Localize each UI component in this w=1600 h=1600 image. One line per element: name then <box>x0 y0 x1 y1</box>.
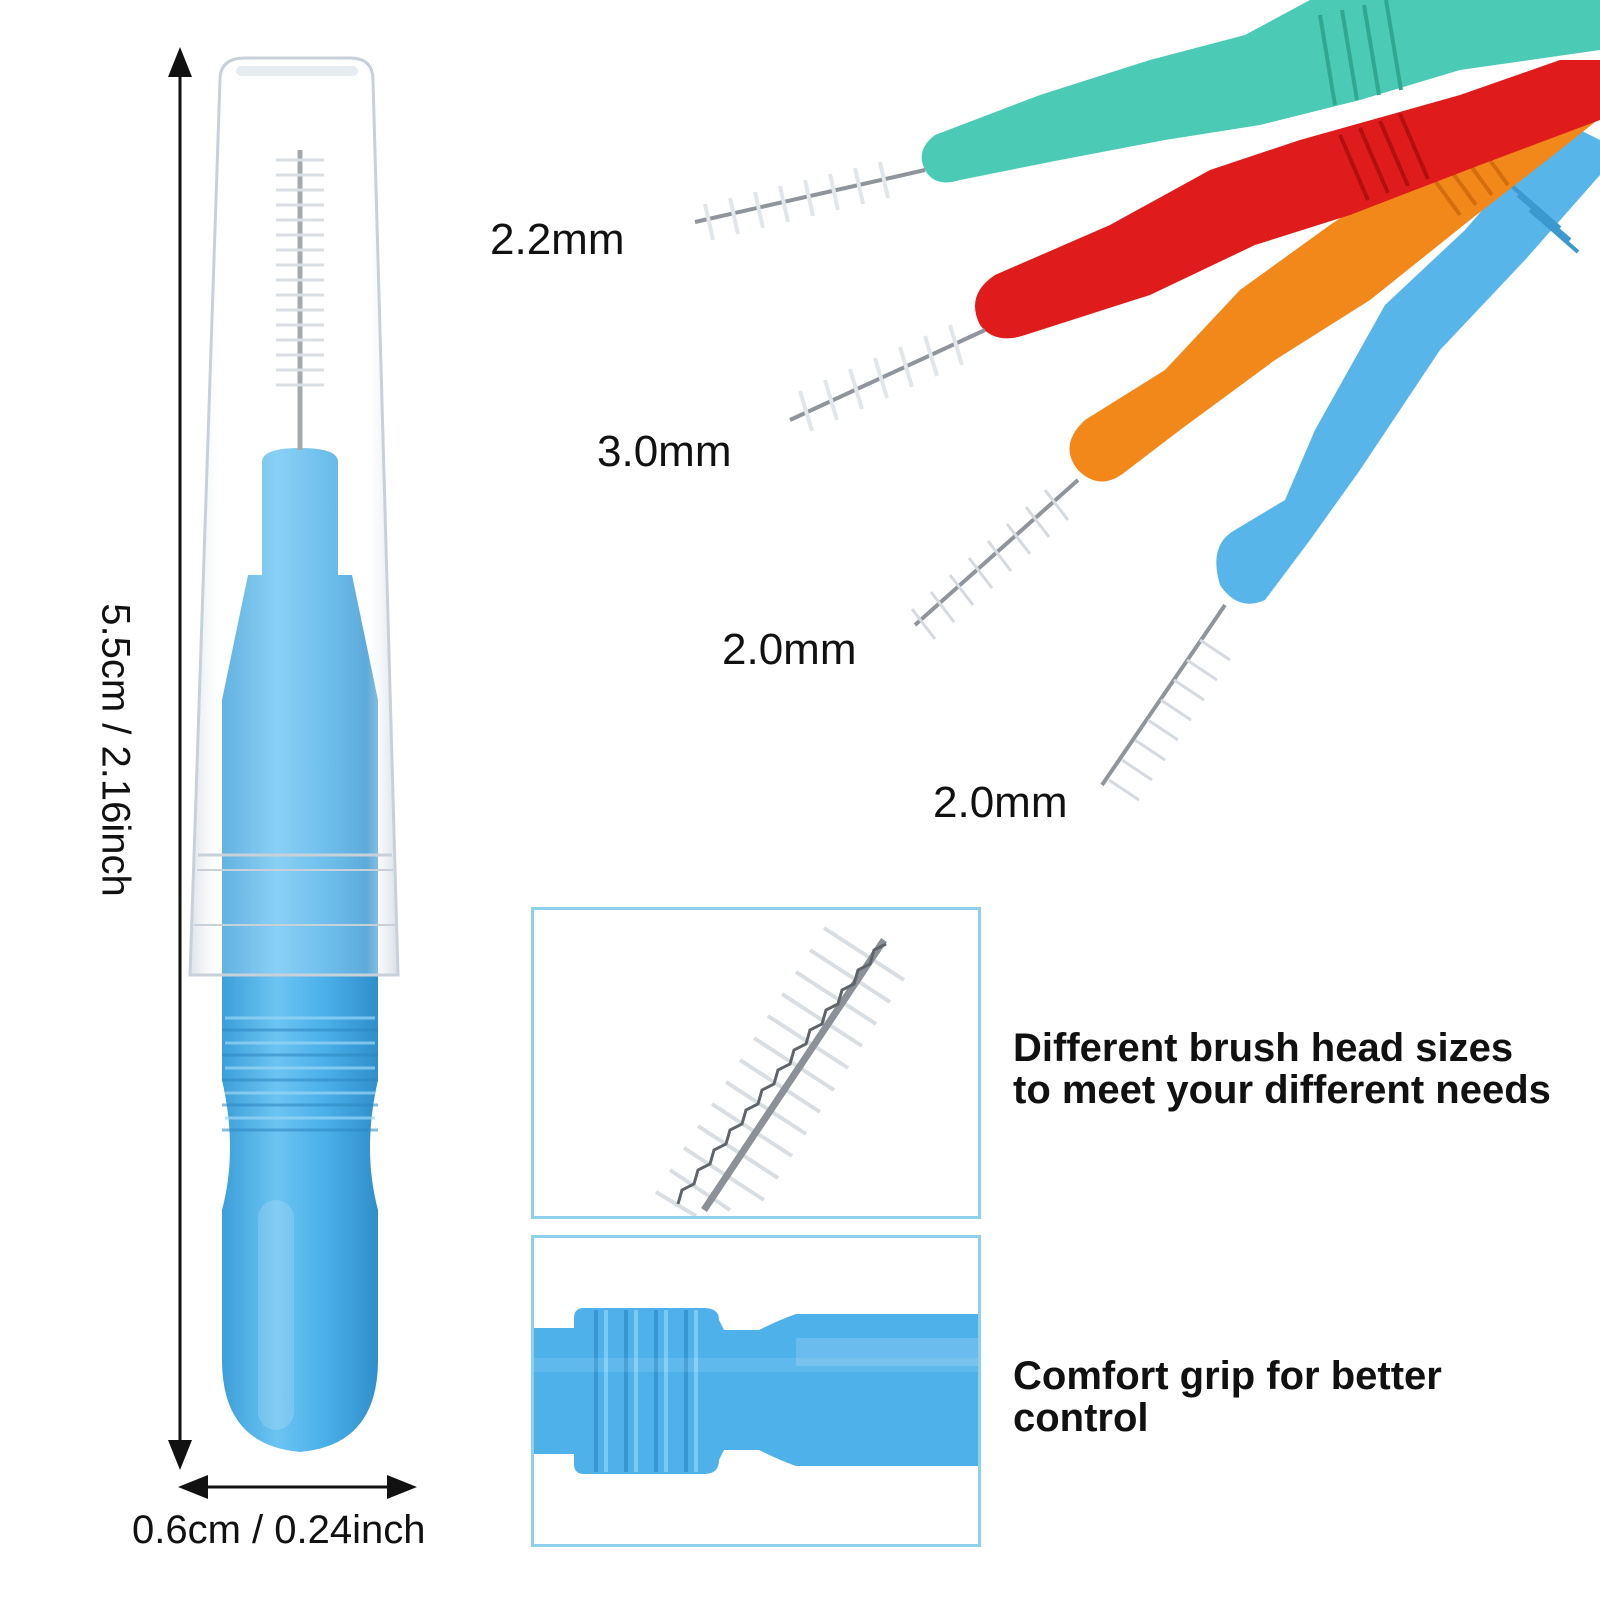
size-label-blue: 2.0mm <box>933 778 1068 827</box>
brush-head-closeup <box>654 926 906 1216</box>
red-brush <box>789 60 1600 432</box>
grip-closeup-frame <box>531 1235 981 1547</box>
size-label-teal: 2.2mm <box>490 215 625 264</box>
blue-brush <box>1100 120 1600 802</box>
blue-handle <box>222 1010 378 1452</box>
width-dimension-label: 0.6cm / 0.24inch <box>132 1508 426 1552</box>
height-dimension-label: 5.5cm / 2.16inch <box>93 603 138 897</box>
transparent-cap <box>188 56 400 977</box>
brush-head-closeup-frame <box>531 907 981 1219</box>
feature-comfort-grip-text: Comfort grip for better control <box>1013 1354 1442 1440</box>
feature-brush-sizes-text: Different brush head sizes to meet your … <box>1013 1026 1551 1112</box>
size-label-red: 3.0mm <box>597 427 732 476</box>
size-label-orange: 2.0mm <box>722 625 857 674</box>
grip-closeup <box>534 1308 978 1474</box>
teal-brush <box>694 0 1600 241</box>
